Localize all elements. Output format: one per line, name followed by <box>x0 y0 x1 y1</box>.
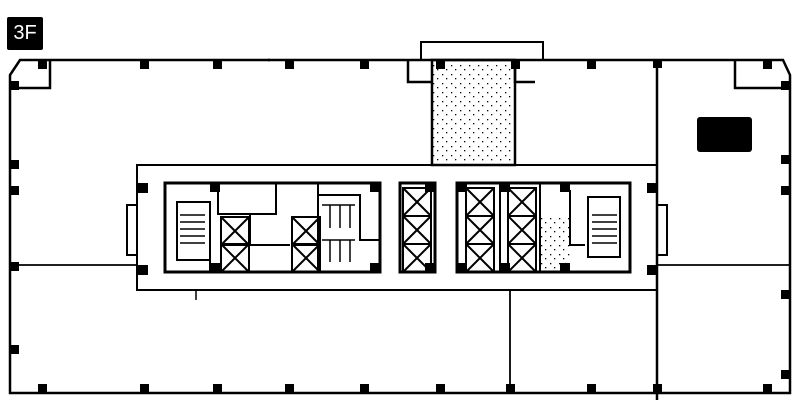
sign-block <box>697 117 752 152</box>
columns <box>10 60 790 393</box>
core-room-left <box>163 181 382 274</box>
shaft <box>430 58 517 167</box>
top-annex <box>420 41 544 61</box>
outer-wall <box>8 58 792 395</box>
floor-label: 3F <box>7 17 43 50</box>
